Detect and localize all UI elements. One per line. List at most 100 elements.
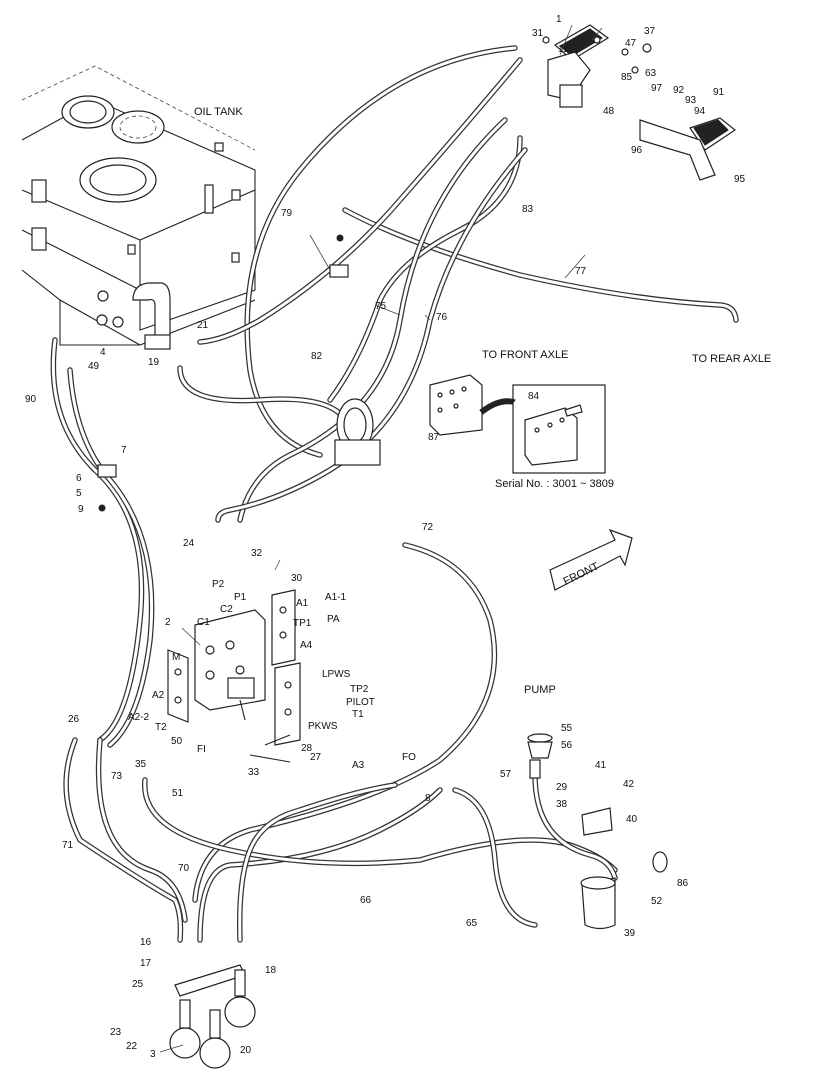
part-number: 39	[624, 928, 636, 939]
part-number: 7	[121, 445, 127, 456]
part-number: 52	[651, 896, 663, 907]
part-number: 94	[694, 106, 706, 117]
part-number: 21	[197, 320, 209, 331]
part-number: 11	[558, 44, 569, 55]
part-number: 79	[281, 208, 293, 219]
part-number: 2	[165, 617, 171, 628]
port-label: A1-1	[325, 592, 347, 603]
part-number: 25	[132, 979, 144, 990]
to-front-axle-label: TO FRONT AXLE	[482, 349, 568, 361]
part-number: 92	[673, 85, 685, 96]
part-number: 83	[522, 204, 534, 215]
brake-pedal-assembly	[542, 24, 737, 181]
part-number: 93	[685, 95, 697, 106]
part-number: 5	[76, 488, 82, 499]
part-number: 56	[561, 740, 573, 751]
part-number: 90	[25, 394, 37, 405]
part-number: 65	[466, 918, 478, 929]
part-number: 8	[425, 793, 431, 804]
part-number: 71	[62, 840, 74, 851]
part-number: 50	[171, 736, 183, 747]
port-label: FI	[197, 744, 206, 755]
part-number: 87	[428, 432, 440, 443]
clamps	[97, 234, 349, 512]
pump-label: PUMP	[524, 684, 556, 696]
part-number: 63	[645, 68, 657, 79]
part-number: 18	[265, 965, 277, 976]
part-number: 55	[561, 723, 573, 734]
part-number: 16	[140, 937, 152, 948]
part-number: 1	[556, 14, 562, 25]
port-label: A3	[352, 760, 365, 771]
part-number: 66	[360, 895, 372, 906]
to-rear-axle-label: TO REAR AXLE	[692, 353, 771, 365]
part-number: 26	[68, 714, 80, 725]
port-label: T2	[155, 722, 167, 733]
part-number: 22	[126, 1041, 138, 1052]
part-number: 97	[651, 83, 663, 94]
port-label: A2-2	[128, 712, 150, 723]
part-number: 73	[111, 771, 123, 782]
part-number: 23	[110, 1027, 122, 1038]
part-number: 84	[528, 391, 540, 402]
part-number: 76	[436, 312, 448, 323]
part-number: 3	[150, 1049, 156, 1060]
part-number: 9	[78, 504, 84, 515]
part-number: 72	[422, 522, 434, 533]
port-label: TP1	[293, 618, 312, 629]
part-number: 82	[311, 351, 323, 362]
part-number: 30	[291, 573, 303, 584]
part-number: 75	[375, 301, 387, 312]
part-number: 57	[500, 769, 512, 780]
part-number: 77	[575, 266, 587, 277]
part-number: 86	[677, 878, 689, 889]
accumulators	[169, 964, 256, 1069]
part-number: 29	[556, 782, 568, 793]
part-number: 85	[621, 72, 633, 83]
port-label: T1	[352, 709, 364, 720]
part-number: 32	[251, 548, 263, 559]
part-number: 31	[532, 28, 544, 39]
axle-manifold	[334, 374, 606, 474]
part-number: 70	[178, 863, 190, 874]
port-label: M	[172, 652, 180, 663]
part-number: 17	[140, 958, 152, 969]
serial-label: Serial No. : 3001 ~ 3809	[495, 478, 614, 490]
port-label: PKWS	[308, 721, 338, 732]
hoses	[50, 45, 739, 943]
part-number: 24	[183, 538, 195, 549]
port-label: A1	[296, 598, 309, 609]
port-label: LPWS	[322, 669, 351, 680]
part-number: 51	[172, 788, 184, 799]
part-number: 48	[603, 106, 615, 117]
port-label: A4	[300, 640, 313, 651]
part-number: 33	[248, 767, 260, 778]
part-number: 95	[734, 174, 746, 185]
part-number: 27	[310, 752, 322, 763]
part-number: 96	[631, 145, 643, 156]
port-label: A2	[152, 690, 165, 701]
part-number: 37	[644, 26, 656, 37]
port-label: P2	[212, 579, 225, 590]
port-label: PILOT	[346, 697, 375, 708]
port-label: FO	[402, 752, 416, 763]
oil-tank	[21, 65, 256, 350]
part-number: 49	[88, 361, 100, 372]
brake-valve-blocks	[167, 589, 301, 763]
port-label: C2	[220, 604, 233, 615]
part-number: 91	[713, 87, 725, 98]
part-number: 35	[135, 759, 147, 770]
port-label: P1	[234, 592, 247, 603]
part-number: 47	[625, 38, 637, 49]
port-label: PA	[327, 614, 340, 625]
filter-assembly	[527, 733, 668, 930]
part-number: 42	[623, 779, 635, 790]
part-number: 40	[626, 814, 638, 825]
part-number: 19	[148, 357, 160, 368]
port-label: TP2	[350, 684, 369, 695]
leader-lines	[159, 24, 603, 1053]
part-number: 38	[556, 799, 568, 810]
part-number: 28	[301, 743, 313, 754]
part-number: 6	[76, 473, 82, 484]
